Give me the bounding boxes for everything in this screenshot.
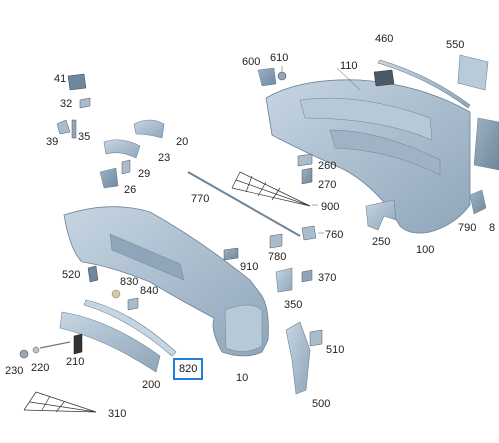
callout-41[interactable]: 41 bbox=[54, 73, 67, 85]
lower-bumper-part[interactable] bbox=[63, 206, 269, 357]
clip-part-270[interactable] bbox=[301, 167, 313, 185]
bracket-part-250[interactable] bbox=[365, 199, 397, 231]
callout-35[interactable]: 35 bbox=[78, 131, 91, 143]
callout-8[interactable]: 8 bbox=[489, 222, 496, 234]
callout-250[interactable]: 250 bbox=[372, 236, 391, 248]
callout-770[interactable]: 770 bbox=[191, 193, 210, 205]
callout-270[interactable]: 270 bbox=[318, 179, 337, 191]
clip-part-780[interactable] bbox=[269, 233, 283, 249]
fastener-set-310 bbox=[23, 391, 97, 413]
callout-760[interactable]: 760 bbox=[325, 229, 344, 241]
callout-10[interactable]: 10 bbox=[236, 372, 249, 384]
callout-370[interactable]: 370 bbox=[318, 272, 337, 284]
clip-part-29[interactable] bbox=[121, 159, 131, 175]
bracket-part-210[interactable] bbox=[73, 333, 83, 355]
bracket-part-20[interactable] bbox=[133, 119, 165, 139]
washer-part-610[interactable] bbox=[277, 71, 287, 81]
callout-510[interactable]: 510 bbox=[326, 344, 345, 356]
callout-830[interactable]: 830 bbox=[120, 276, 139, 288]
bracket-part-500[interactable] bbox=[285, 321, 311, 395]
callout-350[interactable]: 350 bbox=[284, 299, 303, 311]
plate-part[interactable] bbox=[457, 54, 489, 91]
absorber-part-200[interactable] bbox=[59, 311, 161, 373]
callout-900[interactable]: 900 bbox=[321, 201, 340, 213]
trim-strip-part[interactable] bbox=[377, 59, 471, 109]
clip-part-520[interactable] bbox=[87, 265, 99, 283]
washer-part-220 bbox=[32, 346, 40, 354]
callout-32[interactable]: 32 bbox=[60, 98, 73, 110]
callout-39[interactable]: 39 bbox=[46, 136, 59, 148]
callout-230[interactable]: 230 bbox=[5, 365, 24, 377]
clip-part-350[interactable] bbox=[275, 267, 293, 293]
clip-part-910[interactable] bbox=[223, 247, 239, 261]
bumper-cover-part[interactable] bbox=[265, 79, 471, 234]
clip-part-39[interactable] bbox=[56, 119, 71, 135]
callout-23[interactable]: 23 bbox=[158, 152, 171, 164]
clip-part-510[interactable] bbox=[309, 329, 323, 347]
bracket-part-41[interactable] bbox=[67, 73, 87, 91]
callout-200[interactable]: 200 bbox=[142, 379, 161, 391]
callout-520[interactable]: 520 bbox=[62, 269, 81, 281]
small-clip-part-790[interactable] bbox=[469, 189, 487, 215]
rod-part-770[interactable] bbox=[187, 171, 301, 237]
callout-260[interactable]: 260 bbox=[318, 160, 337, 172]
strip-part-820[interactable] bbox=[83, 299, 177, 357]
leader-lines bbox=[281, 66, 361, 234]
clip-part-370[interactable] bbox=[301, 269, 313, 283]
clip-part-760[interactable] bbox=[301, 225, 317, 241]
right-edge-part[interactable] bbox=[473, 117, 499, 171]
clip-part-32[interactable] bbox=[79, 97, 91, 109]
bracket-part-600[interactable] bbox=[257, 67, 277, 87]
clip-part-260[interactable] bbox=[297, 153, 313, 167]
callout-550[interactable]: 550 bbox=[446, 39, 465, 51]
callout-210[interactable]: 210 bbox=[66, 356, 85, 368]
callout-110[interactable]: 110 bbox=[340, 60, 358, 72]
callout-780[interactable]: 780 bbox=[268, 251, 287, 263]
callout-20[interactable]: 20 bbox=[176, 136, 189, 148]
callout-910[interactable]: 910 bbox=[240, 261, 259, 273]
callout-29[interactable]: 29 bbox=[138, 168, 151, 180]
clip-part-26[interactable] bbox=[99, 167, 119, 189]
callout-100[interactable]: 100 bbox=[416, 244, 435, 256]
stud-part-35[interactable] bbox=[71, 119, 77, 139]
callout-460[interactable]: 460 bbox=[375, 33, 394, 45]
clip-part-840[interactable] bbox=[127, 297, 139, 311]
callout-220[interactable]: 220 bbox=[31, 362, 50, 374]
callout-610[interactable]: 610 bbox=[270, 52, 289, 64]
callout-820-selected[interactable]: 820 bbox=[173, 358, 204, 380]
holder-part-23[interactable] bbox=[103, 139, 141, 159]
fastener-set-900 bbox=[231, 171, 311, 207]
bolt-part-220[interactable] bbox=[39, 341, 71, 349]
callout-600[interactable]: 600 bbox=[242, 56, 261, 68]
nut-part-230[interactable] bbox=[19, 349, 29, 359]
sensor-part[interactable] bbox=[373, 69, 395, 87]
callout-790[interactable]: 790 bbox=[458, 222, 477, 234]
callout-500[interactable]: 500 bbox=[312, 398, 331, 410]
callout-310[interactable]: 310 bbox=[108, 408, 127, 420]
clip-part-830[interactable] bbox=[111, 289, 121, 299]
callout-840[interactable]: 840 bbox=[140, 285, 159, 297]
callout-26[interactable]: 26 bbox=[124, 184, 137, 196]
